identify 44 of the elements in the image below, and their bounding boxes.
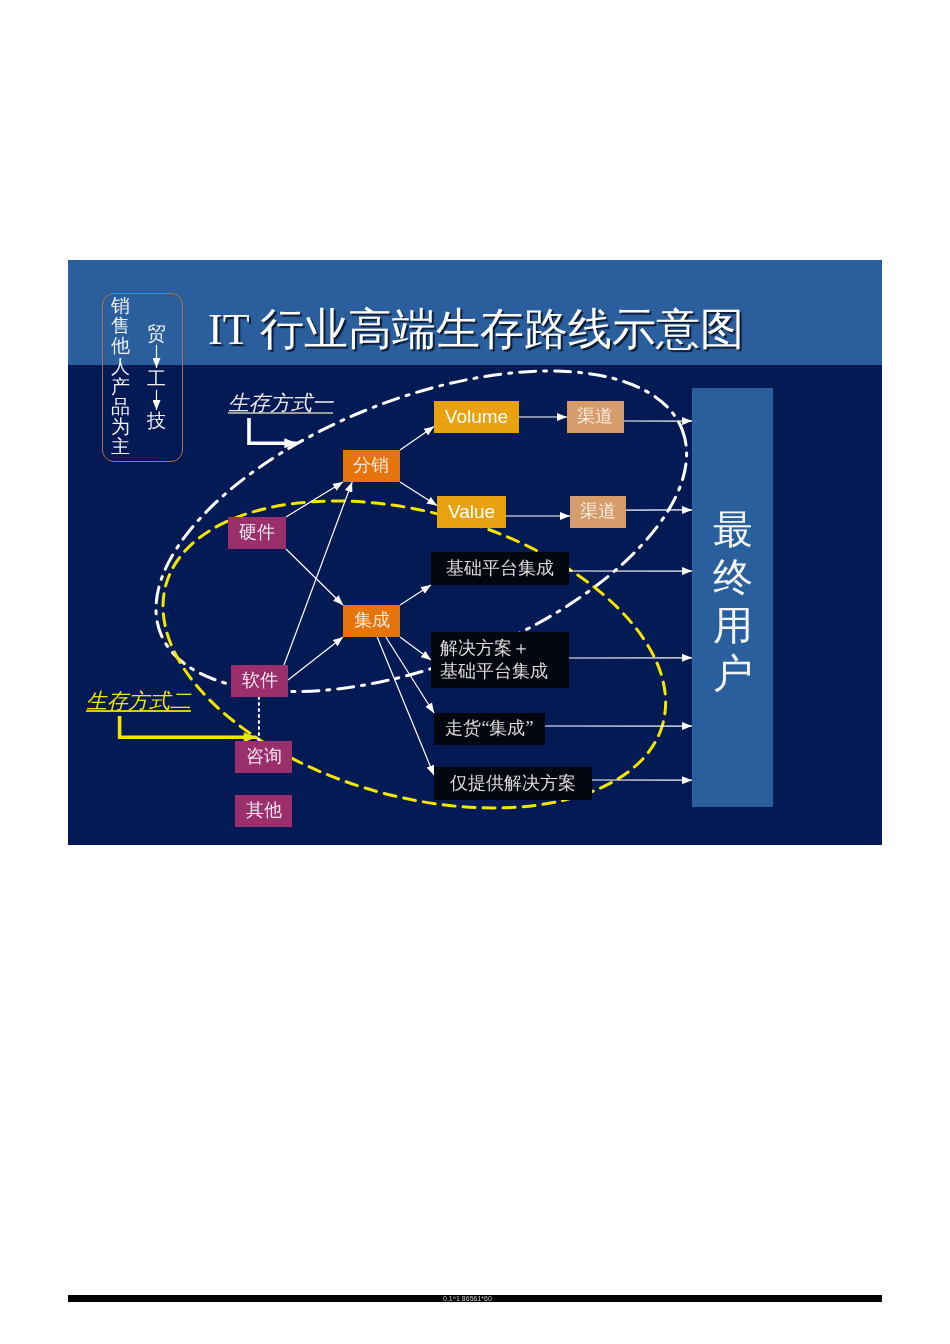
end-user-panel: 最终用户: [692, 388, 773, 807]
dotted-line: [257, 696, 260, 742]
arrow: [283, 481, 353, 666]
bent-arrow: [117, 716, 257, 743]
arrow: [287, 636, 344, 681]
arrow: [152, 344, 161, 369]
arrow: [376, 636, 435, 776]
slide-title: IT 行业高端生存路线示意图: [208, 308, 744, 352]
process-box: Value: [437, 496, 506, 528]
rounded-box: [102, 293, 183, 462]
arrow: [285, 481, 344, 518]
vertical-label: 销售他人产品为主: [110, 296, 131, 458]
underlined-label: 生存方式一: [228, 391, 333, 419]
channel-box: 渠道: [567, 401, 624, 433]
stage-label: 技: [147, 410, 166, 432]
arrow: [399, 636, 432, 661]
outcome-box: 基础平台集成: [431, 552, 569, 585]
stage-label: 工: [147, 368, 166, 390]
arrow: [399, 584, 432, 606]
arrow: [505, 512, 571, 520]
category-box: 咨询: [235, 741, 292, 773]
outcome-box: 解决方案＋基础平台集成: [431, 632, 569, 688]
arrow: [591, 776, 693, 785]
arrow: [285, 548, 344, 606]
channel-box: 渠道: [570, 496, 626, 528]
arrow: [385, 636, 435, 714]
category-box: 其他: [235, 795, 292, 827]
arrow: [625, 505, 693, 514]
outcome-box: 走货“集成”: [434, 713, 545, 745]
arrow: [518, 413, 568, 421]
underlined-label: 生存方式二: [86, 689, 191, 717]
arrow: [544, 722, 693, 731]
category-box: 硬件: [228, 517, 286, 549]
stage-label: 贸: [147, 323, 166, 345]
arrow: [399, 426, 435, 451]
process-box: 集成: [343, 605, 400, 637]
arrow: [623, 417, 693, 426]
arrow: [568, 567, 693, 576]
bent-arrow: [247, 418, 297, 449]
arrow: [152, 389, 161, 411]
process-box: Volume: [434, 401, 519, 433]
arrow: [568, 653, 693, 662]
arrow: [399, 481, 438, 507]
process-box: 分销: [343, 450, 400, 482]
